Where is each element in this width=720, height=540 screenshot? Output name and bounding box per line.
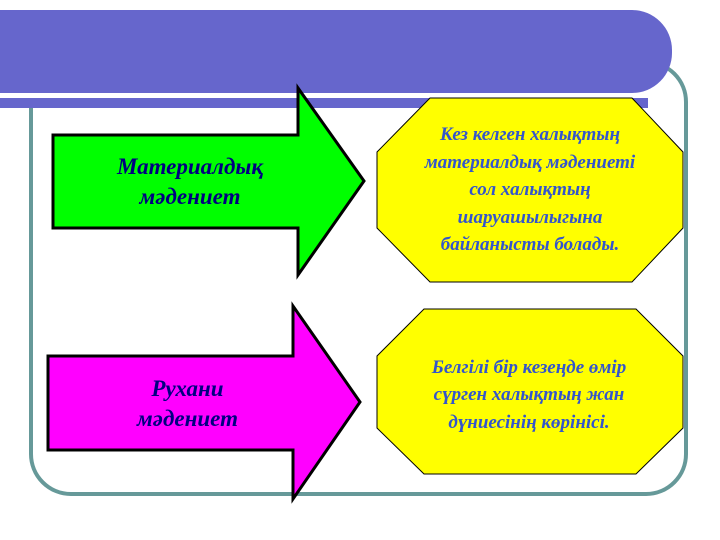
arrow-spiritual-label-line-1: Рухани bbox=[151, 376, 224, 401]
description-material-text: Кез келген халықтың материалдық мәдениет… bbox=[380, 120, 680, 260]
arrow-material-label: Материалдық мәдениет bbox=[60, 140, 320, 224]
title-banner bbox=[0, 10, 672, 93]
arrow-material-label-line-1: Материалдық bbox=[116, 154, 264, 179]
description-octagon-material bbox=[376, 97, 684, 283]
banner-underline bbox=[0, 98, 648, 108]
description-material-line-2: материалдық мәдениеті bbox=[424, 151, 636, 173]
description-octagon-spiritual bbox=[376, 308, 684, 475]
description-spiritual-line-2: сүрген халықтың жан bbox=[433, 384, 625, 406]
description-material-line-4: шаруашылыгына bbox=[457, 206, 603, 228]
description-material-line-1: Кез келген халықтың bbox=[439, 124, 621, 146]
description-spiritual-line-3: дүниесінің көрінісі. bbox=[448, 411, 610, 433]
description-material-line-3: сол халықтың bbox=[469, 179, 591, 201]
arrow-material-label-line-2: мәдениет bbox=[139, 184, 241, 209]
arrow-spiritual-shape bbox=[46, 301, 362, 504]
arrow-spiritual-label-line-2: мәдениет bbox=[137, 406, 238, 431]
banner-divider bbox=[0, 93, 640, 98]
description-spiritual-line-1: Белгілі бір кезеңде өмір bbox=[431, 356, 627, 378]
arrow-material-shape bbox=[51, 83, 366, 280]
description-material-line-5: байланысты болады. bbox=[440, 234, 620, 256]
arrow-spiritual-label: Рухани мәдениет bbox=[55, 362, 320, 446]
description-spiritual-text: Белгілі бір кезеңде өмір сүрген халықтың… bbox=[384, 352, 674, 438]
